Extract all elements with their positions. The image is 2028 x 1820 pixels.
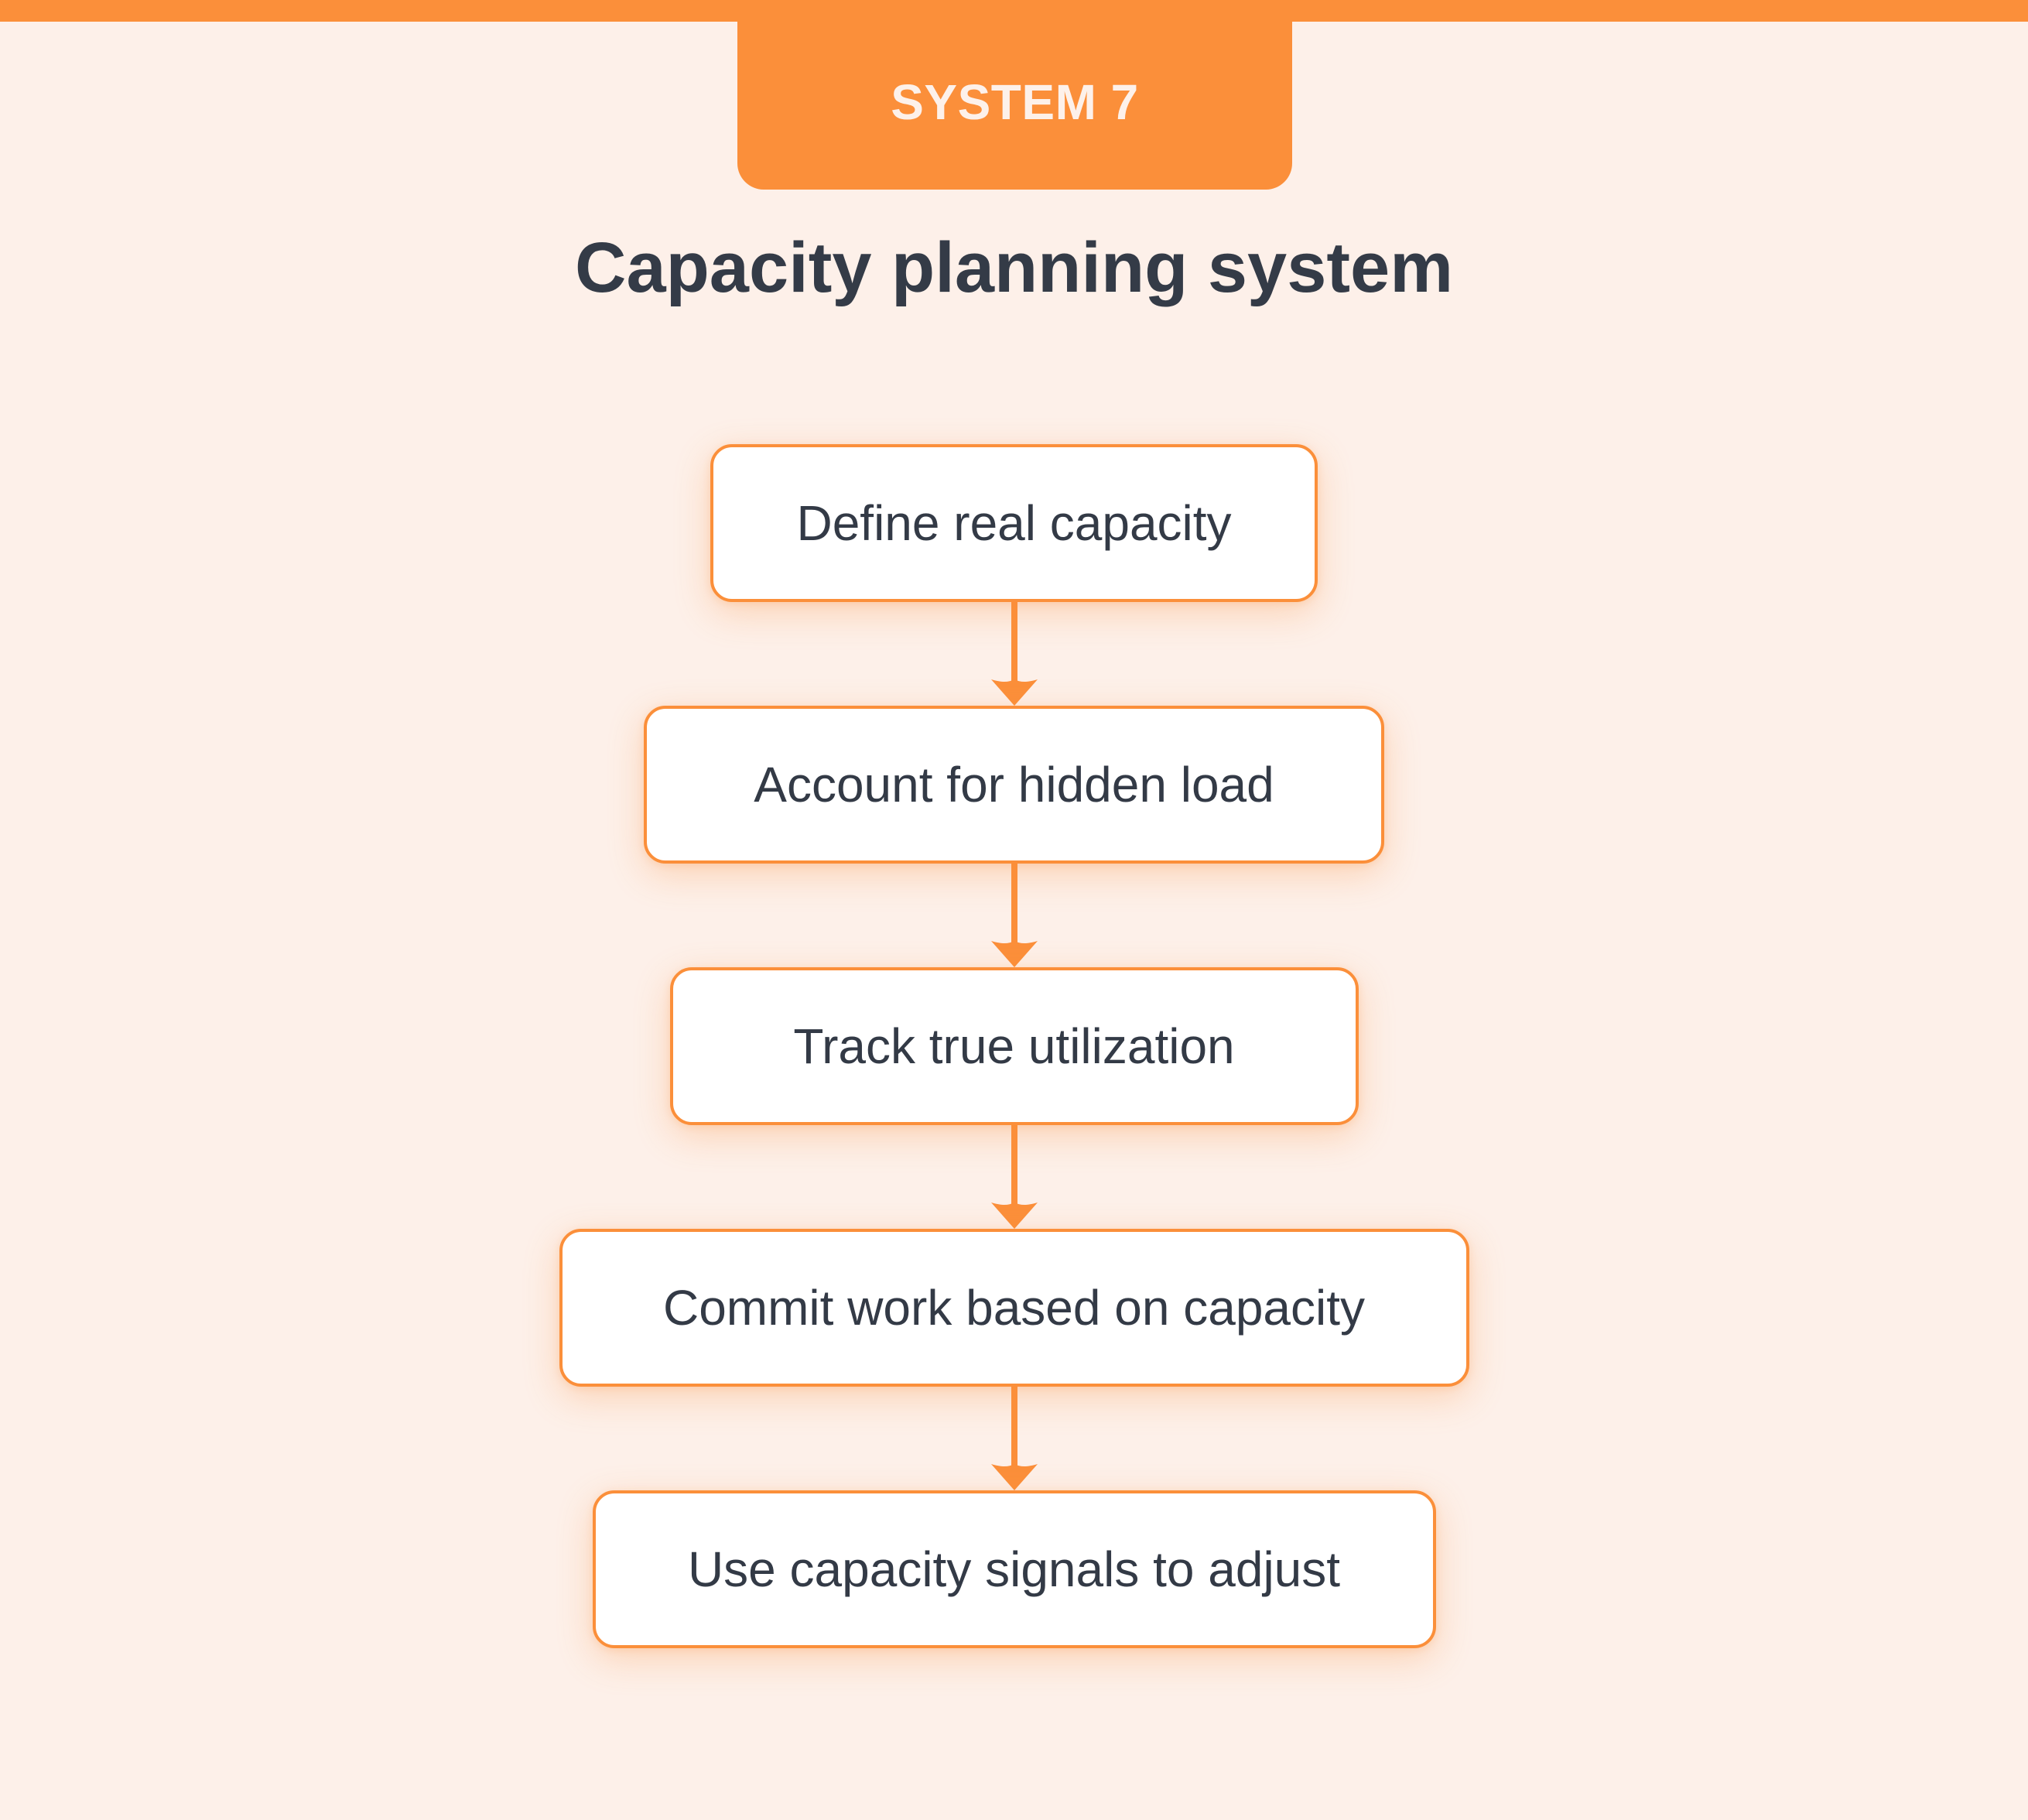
flowchart: Define real capacity Account for hidden …: [0, 444, 2028, 1648]
flow-node-2-label: Account for hidden load: [754, 756, 1274, 812]
arrow-down-icon: [990, 1125, 1038, 1229]
flow-node-1-label: Define real capacity: [796, 494, 1232, 551]
system-badge: SYSTEM 7: [737, 0, 1292, 190]
flow-node-2[interactable]: Account for hidden load: [644, 706, 1384, 864]
arrow-down-icon: [990, 602, 1038, 706]
flow-node-1[interactable]: Define real capacity: [710, 444, 1318, 602]
arrow-down-icon: [990, 864, 1038, 967]
flow-node-5-label: Use capacity signals to adjust: [687, 1541, 1341, 1597]
flow-node-3-label: Track true utilization: [793, 1018, 1235, 1074]
system-badge-label: SYSTEM 7: [891, 74, 1139, 130]
flow-node-4-label: Commit work based on capacity: [662, 1279, 1366, 1336]
arrow-down-icon: [990, 1387, 1038, 1490]
flow-node-3[interactable]: Track true utilization: [669, 967, 1359, 1125]
flow-node-4[interactable]: Commit work based on capacity: [559, 1229, 1469, 1387]
flow-node-5[interactable]: Use capacity signals to adjust: [592, 1490, 1436, 1648]
page-title: Capacity planning system: [575, 228, 1453, 307]
